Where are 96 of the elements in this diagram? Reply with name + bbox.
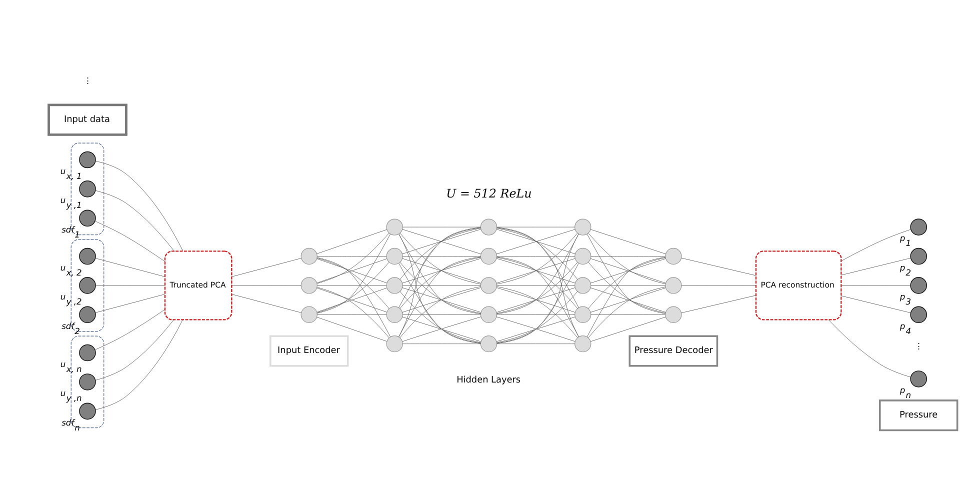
node-circle	[386, 336, 402, 352]
connector	[402, 285, 480, 286]
connector	[590, 229, 666, 254]
node-circle	[910, 306, 926, 324]
node-circle	[664, 248, 682, 265]
node-circle	[386, 248, 402, 265]
connector	[402, 287, 481, 313]
connector	[588, 232, 666, 284]
connector	[402, 314, 480, 315]
connector	[680, 295, 756, 314]
connector	[840, 285, 910, 286]
connector	[94, 294, 165, 313]
node-circle	[910, 370, 926, 388]
node-circle	[78, 277, 96, 294]
connector	[496, 314, 575, 315]
connector	[586, 256, 666, 338]
connector	[316, 229, 387, 254]
node-circle	[480, 336, 497, 352]
connector	[496, 258, 575, 284]
node-circle	[480, 218, 497, 236]
connector	[402, 226, 480, 228]
node-box: Input Encoder	[269, 335, 348, 367]
node-circle	[300, 306, 317, 323]
node-circle	[78, 151, 96, 168]
node-circle	[664, 306, 682, 323]
connector	[94, 309, 165, 350]
connector	[496, 226, 575, 228]
connector	[316, 314, 386, 315]
node-circle	[910, 218, 926, 236]
connector	[231, 258, 302, 277]
node-circle	[910, 248, 926, 265]
connector	[316, 234, 390, 314]
node-circle	[480, 277, 497, 294]
connector	[94, 258, 165, 277]
node-circle	[574, 306, 591, 323]
node-circle	[78, 248, 96, 265]
connector	[496, 229, 575, 254]
node-box: Pressure	[878, 400, 958, 432]
node-circle	[78, 210, 96, 227]
connector	[590, 258, 666, 284]
node-circle	[574, 218, 591, 236]
connector	[231, 285, 301, 286]
label: ⋮	[82, 75, 91, 86]
node-circle	[910, 277, 926, 294]
connector	[94, 285, 165, 286]
node-text: Hidden Layers	[456, 375, 520, 386]
connector	[680, 285, 756, 286]
label: U = 512 ReLu	[446, 186, 532, 200]
connector	[590, 314, 665, 315]
node-circle	[386, 218, 402, 236]
node-circle	[664, 277, 682, 294]
connector	[402, 258, 481, 284]
connector	[316, 316, 387, 342]
connector	[94, 190, 174, 252]
node-circle	[574, 277, 591, 294]
connector	[316, 257, 390, 338]
node-box: Input data	[47, 104, 127, 136]
connector	[231, 294, 302, 313]
connector	[590, 316, 666, 342]
node-circle	[300, 277, 317, 294]
connector	[680, 258, 756, 276]
connector	[402, 229, 481, 254]
connector	[496, 285, 575, 286]
node-circle	[300, 248, 317, 265]
node-circle	[386, 306, 402, 323]
label: ⋮	[914, 341, 922, 352]
connector	[840, 258, 910, 276]
connector	[94, 220, 165, 262]
node-circle	[574, 336, 591, 352]
connector	[316, 288, 387, 312]
node-circle	[574, 248, 591, 265]
node-circle	[78, 374, 96, 390]
node-circle	[78, 344, 96, 362]
connector	[496, 316, 575, 342]
connector	[588, 286, 666, 338]
connector	[828, 320, 910, 378]
connector	[94, 320, 182, 410]
node-box: Pressure Decoder	[628, 335, 718, 367]
connector	[840, 296, 910, 314]
connector	[590, 288, 666, 313]
node-circle	[78, 402, 96, 420]
connector	[316, 287, 389, 338]
node-circle	[78, 306, 96, 324]
node-circle	[480, 306, 497, 323]
connector	[94, 160, 183, 252]
connector	[590, 285, 665, 286]
connector	[316, 258, 387, 284]
connector	[586, 234, 666, 314]
node-circle	[78, 180, 96, 198]
node-circle	[480, 248, 497, 265]
node-circle	[386, 277, 402, 294]
connector	[402, 316, 481, 342]
connector	[316, 285, 386, 286]
connector	[94, 320, 174, 380]
connector	[316, 232, 389, 284]
connector	[840, 229, 911, 262]
